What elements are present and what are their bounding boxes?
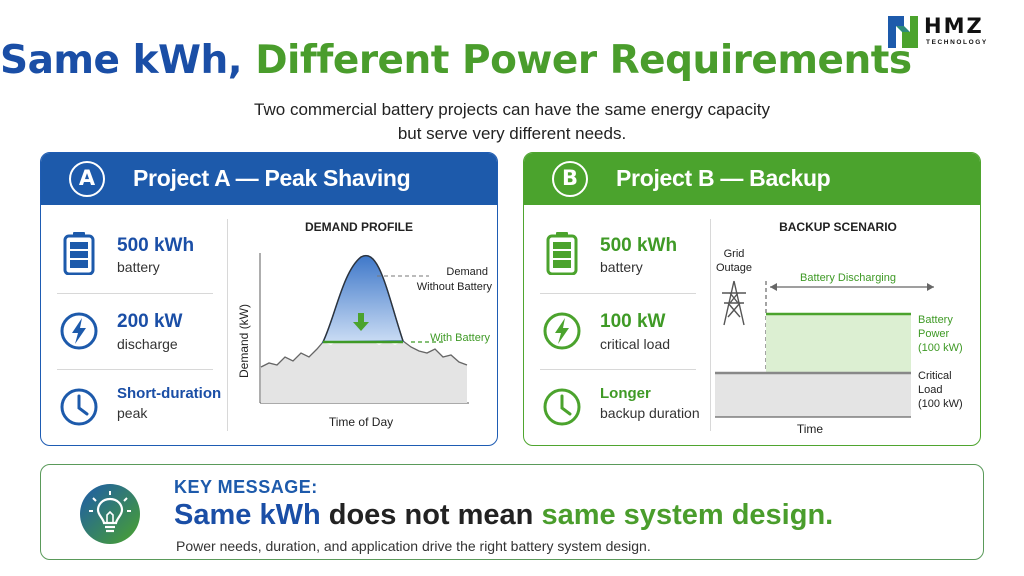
demand-chart-xlabel: Time of Day (329, 415, 393, 429)
project-a-power-value: 200 kW (117, 311, 183, 332)
arrow-right-icon (927, 283, 934, 291)
reduction-arrow-icon (353, 313, 369, 331)
subtitle: Two commercial battery projects can have… (0, 98, 1024, 146)
project-a-duration-line-2: peak (117, 405, 148, 421)
baseline-demand-line (260, 341, 324, 368)
lightning-icon (543, 312, 581, 350)
battery-icon (546, 232, 578, 275)
arrow-left-icon (770, 283, 777, 291)
project-b-stat-duration: Longer backup duration (524, 369, 700, 445)
divider (710, 219, 711, 431)
lightbulb-icon (80, 484, 140, 544)
clock-icon (60, 388, 98, 426)
grid-outage-line-2: Outage (716, 262, 752, 274)
clock-icon (543, 388, 581, 426)
subtitle-line-2: but serve very different needs. (397, 124, 627, 143)
baseline-demand-line (402, 340, 468, 366)
battery-power-label-1: Battery (918, 314, 953, 326)
backup-chart-title: BACKUP SCENARIO (779, 220, 897, 234)
project-b-stat-energy: 500 kWh battery (524, 215, 696, 291)
divider (57, 293, 213, 294)
project-a-power-label: discharge (117, 336, 178, 352)
project-a-panel: A Project A — Peak Shaving 500 kWh batte… (40, 152, 498, 446)
project-b-energy-value: 500 kWh (600, 235, 678, 256)
annotation-demand-line-1: Demand (446, 266, 488, 278)
project-b-stat-power: 100 kW critical load (524, 293, 696, 369)
key-message-text: Same kWh does not mean same system desig… (174, 499, 833, 532)
key-message-part-1: Same kWh (174, 499, 321, 531)
critical-load-label-2: Load (918, 384, 942, 396)
project-a-stat-duration: Short-duration peak (41, 369, 221, 445)
project-b-energy-label: battery (600, 259, 643, 275)
divider (540, 293, 696, 294)
project-a-duration-line-1: Short-duration (117, 385, 222, 402)
project-b-panel: B Project B — Backup 500 kWh battery 100… (523, 152, 981, 446)
hmz-logo-mark-icon (888, 16, 918, 48)
battery-icon (63, 232, 95, 275)
divider (540, 369, 696, 370)
transmission-tower-icon (722, 280, 746, 326)
project-a-stat-energy: 500 kWh battery (41, 215, 213, 291)
critical-load-label-3: (100 kW) (918, 398, 963, 410)
grid-outage-line-1: Grid (724, 248, 745, 260)
key-message-subtext: Power needs, duration, and application d… (176, 538, 651, 554)
hmz-logo: HMZ TECHNOLOGY (884, 12, 1004, 52)
lightning-icon (60, 312, 98, 350)
battery-discharging-label: Battery Discharging (800, 272, 896, 284)
backup-scenario-chart: BACKUP SCENARIO Grid Outage Battery Disc… (715, 220, 963, 436)
project-b-heading: Project B — Backup (616, 165, 831, 191)
battery-power-label-3: (100 kW) (918, 342, 963, 354)
project-b-badge: B (552, 161, 588, 197)
project-a-badge: A (69, 161, 105, 197)
demand-peak-area (321, 254, 405, 343)
annotation-demand-line-2: Without Battery (417, 281, 493, 293)
project-a-heading: Project A — Peak Shaving (133, 165, 411, 191)
title-part-1: Same kWh, (0, 38, 243, 83)
title-part-2: Different Power Requirements (255, 38, 912, 83)
critical-load-label-1: Critical (918, 370, 952, 382)
page-title: Same kWh, Different Power Requirements (0, 38, 912, 83)
project-a-energy-value: 500 kWh (117, 235, 195, 256)
key-message-part-2: does not mean (328, 499, 534, 531)
critical-load-area (715, 373, 911, 417)
divider (227, 219, 228, 431)
logo-wordmark: HMZ (924, 14, 984, 38)
project-b-power-label: critical load (600, 336, 671, 352)
project-a-energy-label: battery (117, 259, 160, 275)
project-b-duration-line-2: backup duration (600, 405, 700, 421)
project-b-power-value: 100 kW (600, 311, 666, 332)
key-message-part-3: same system design. (541, 499, 834, 531)
project-b-header: B Project B — Backup (524, 153, 980, 205)
divider (57, 369, 213, 370)
project-a-stat-power: 200 kW discharge (41, 293, 213, 369)
backup-chart-xlabel: Time (797, 422, 824, 436)
demand-profile-chart: DEMAND PROFILE Demand (kW) Demand Withou… (237, 220, 493, 429)
demand-chart-title: DEMAND PROFILE (305, 220, 413, 234)
annotation-with-battery: With Battery (430, 332, 490, 344)
key-message-panel: KEY MESSAGE: Same kWh does not mean same… (40, 464, 984, 560)
demand-without-battery-line (322, 254, 404, 343)
key-message-heading: KEY MESSAGE: (174, 477, 318, 497)
battery-power-label-2: Power (918, 328, 950, 340)
project-b-duration-line-1: Longer (600, 385, 651, 402)
battery-power-area (766, 314, 911, 373)
project-a-header: A Project A — Peak Shaving (41, 153, 497, 205)
baseline-demand-area (261, 339, 467, 403)
logo-subtext: TECHNOLOGY (926, 39, 988, 46)
subtitle-line-1: Two commercial battery projects can have… (254, 100, 770, 119)
demand-chart-ylabel: Demand (kW) (237, 304, 251, 378)
